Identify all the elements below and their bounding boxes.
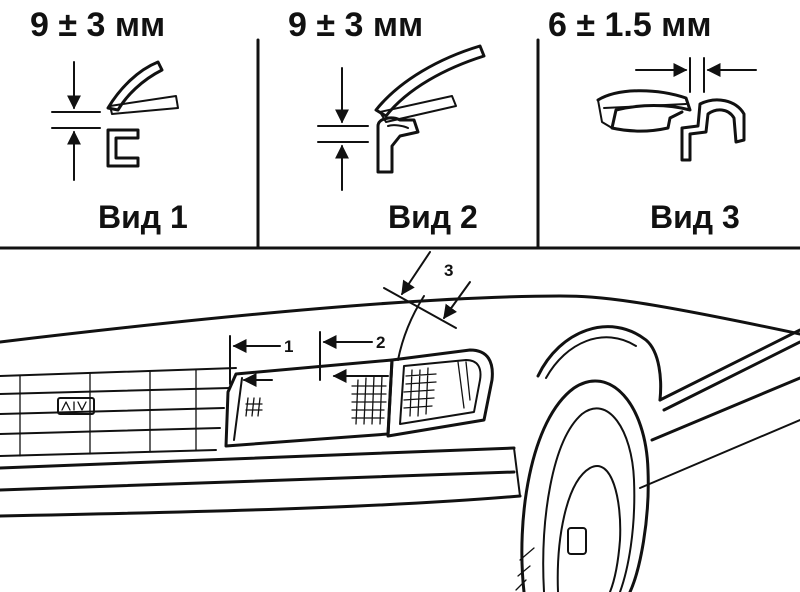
view-3-label: Вид 3 [650, 199, 740, 235]
view-3-section-drawing [596, 57, 757, 162]
view-2-panel: 9 ± 3 мм Вид 2 [288, 6, 486, 235]
front-bumper [0, 446, 522, 518]
view-2-section-drawing [317, 44, 486, 191]
gap-arrow-2: 2 [319, 331, 389, 383]
view-1-section-drawing [51, 60, 179, 181]
callout-1-label: 1 [284, 337, 293, 356]
view-1-label: Вид 1 [98, 199, 188, 235]
fender-wheel-arch [536, 325, 800, 489]
view-3-panel: 6 ± 1.5 мм Вид 3 [548, 6, 757, 235]
corner-lamp [386, 348, 494, 438]
grille [0, 367, 237, 457]
view-2-label: Вид 2 [388, 199, 478, 235]
callout-2-label: 2 [376, 333, 385, 352]
headlamp [224, 358, 394, 448]
gap-arrow-3: 3 [383, 251, 471, 361]
callout-3-label: 3 [444, 261, 453, 280]
view-2-dimension: 9 ± 3 мм [288, 6, 423, 44]
car-front-view: 1 2 3 [0, 251, 800, 592]
panel-frame [0, 38, 800, 250]
view-1-dimension: 9 ± 3 мм [30, 6, 165, 44]
view-1-panel: 9 ± 3 мм Вид 1 [30, 6, 188, 235]
front-wheel [515, 379, 650, 592]
gap-arrow-1: 1 [229, 335, 293, 387]
hood [0, 294, 800, 344]
view-3-dimension: 6 ± 1.5 мм [548, 6, 711, 44]
